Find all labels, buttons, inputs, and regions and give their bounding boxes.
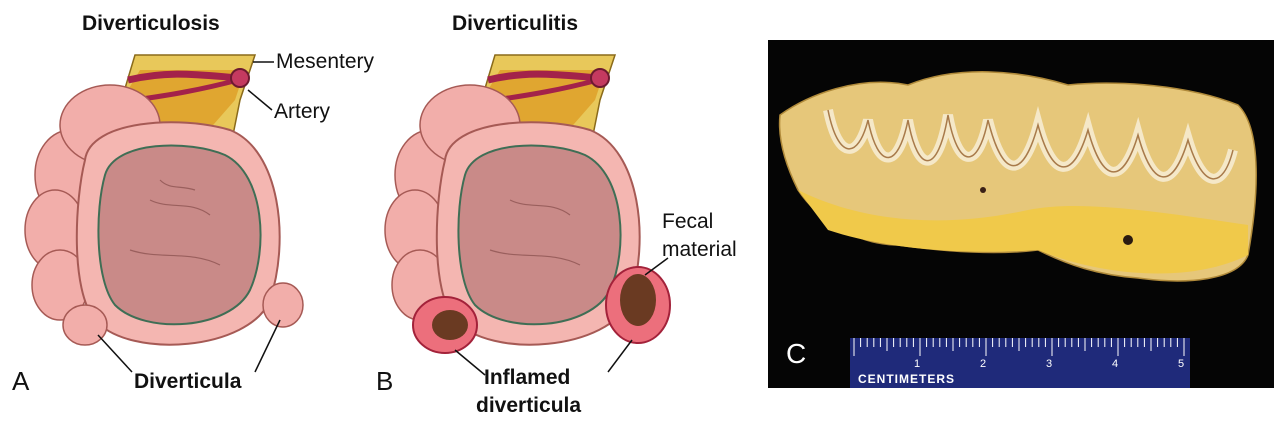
specimen-photo: C 1 2 3 4 5 CENTIMETERS	[768, 40, 1274, 388]
ruler-number-4: 4	[1112, 358, 1119, 370]
diverticulosis-illustration	[24, 54, 304, 373]
mesentery-label: Mesentery	[276, 50, 375, 73]
panel-b-letter: B	[376, 366, 394, 396]
ruler-number-3: 3	[1046, 358, 1053, 370]
diverticulitis-title: Diverticulitis	[452, 12, 579, 35]
panel-diverticulitis: Diverticulitis Fecal material Inflamed d…	[370, 0, 770, 428]
colon-specimen	[778, 71, 1257, 282]
centimeter-ruler: 1 2 3 4 5 CENTIMETERS	[850, 338, 1190, 388]
diverticula-label: Diverticula	[134, 370, 242, 393]
panel-a-letter: A	[12, 366, 30, 396]
panel-c-letter: C	[786, 338, 807, 369]
diverticulosis-title: Diverticulosis	[82, 12, 220, 35]
diverticulitis-illustration	[384, 54, 671, 376]
panel-diverticulosis: Diverticulosis Mesentery Artery Divertic…	[0, 0, 400, 428]
ruler-caption: CENTIMETERS	[858, 372, 956, 386]
ruler-number-5: 5	[1178, 358, 1185, 370]
ruler-number-2: 2	[980, 358, 987, 370]
inflamed-label-line2: diverticula	[476, 394, 582, 417]
inflamed-label-line1: Inflamed	[484, 366, 571, 389]
ruler-number-1: 1	[914, 358, 921, 370]
artery-label: Artery	[274, 100, 331, 123]
ruler-ticks	[853, 338, 1185, 356]
fecal-label-line1: Fecal	[662, 210, 714, 233]
fecal-label-line2: material	[662, 238, 737, 261]
